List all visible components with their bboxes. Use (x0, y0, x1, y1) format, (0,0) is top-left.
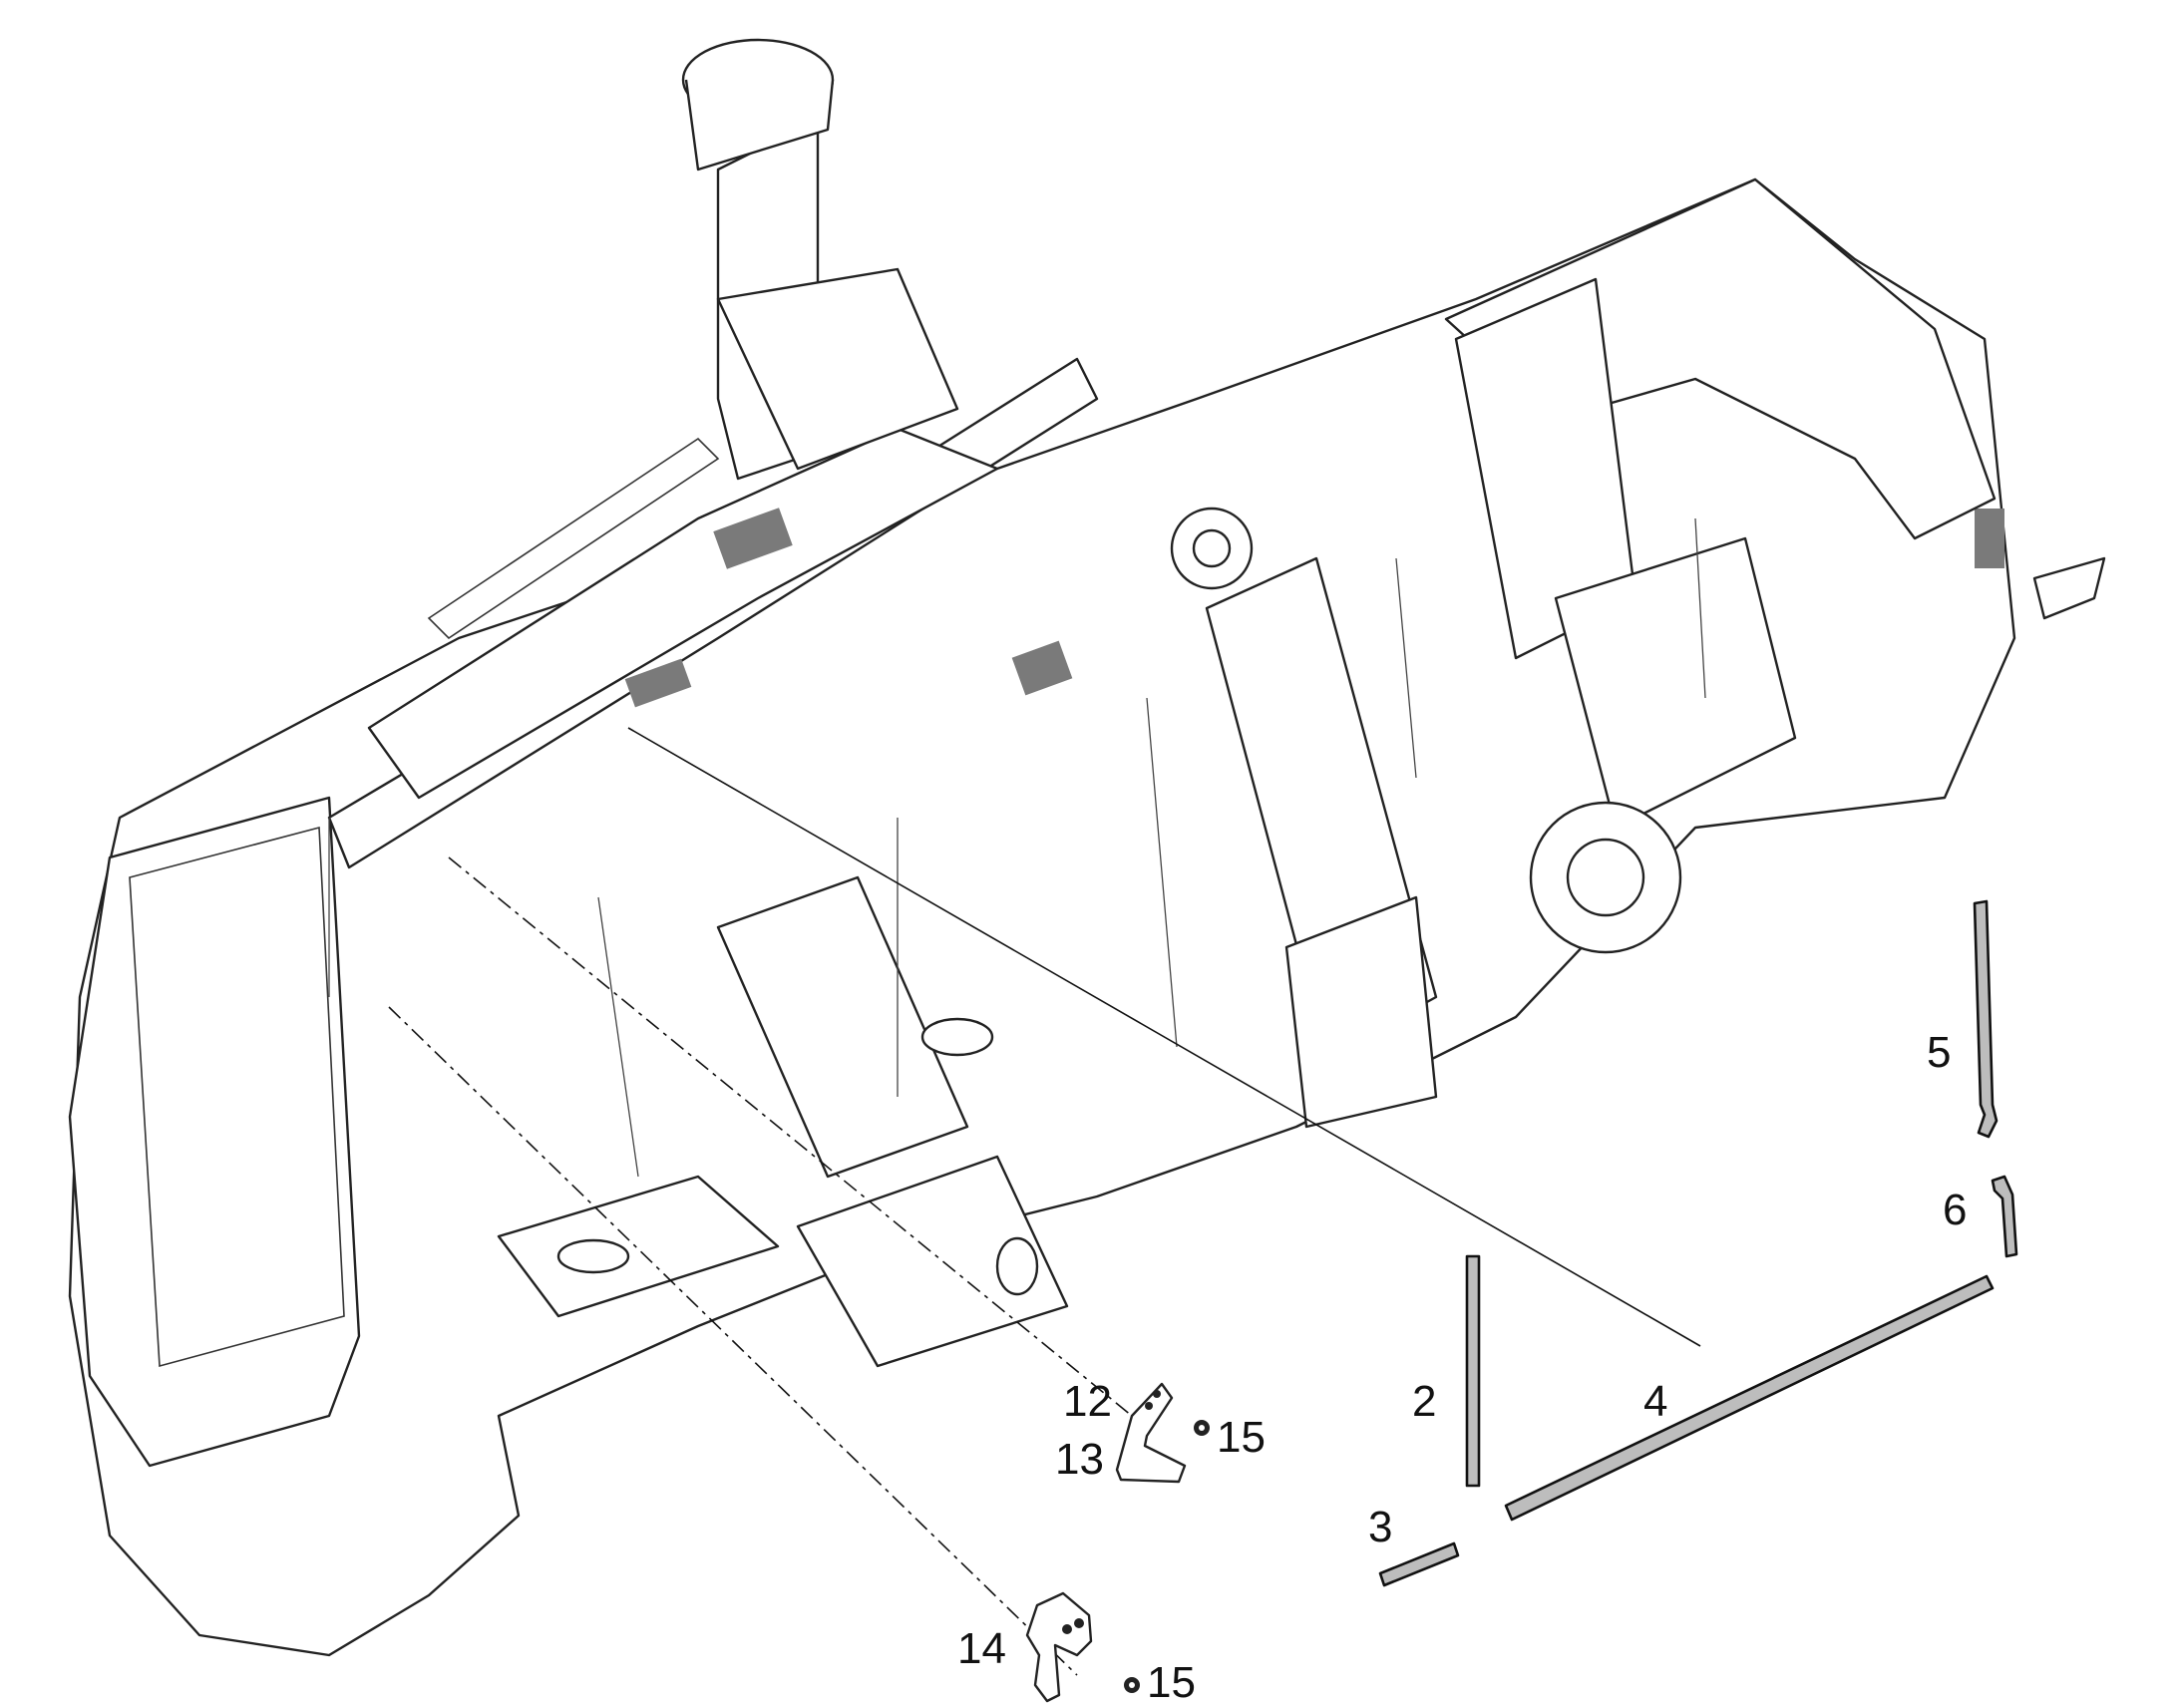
leader-lines (388, 727, 1701, 1676)
seal-item-2 (1465, 1254, 1481, 1488)
label-item-4: 4 (1643, 1377, 1667, 1426)
label-item-5: 5 (1927, 1028, 1951, 1077)
label-item-13: 13 (1055, 1435, 1104, 1484)
nut-item-15-lower (1124, 1677, 1140, 1693)
rear-cab-mount (1170, 177, 1997, 954)
centerline-bracket-14 (388, 1006, 1078, 1676)
label-item-6: 6 (1943, 1186, 1967, 1234)
chassis-frame (68, 38, 2106, 1657)
centerline-bracket-12 (448, 856, 1133, 1417)
front-grille (68, 796, 361, 1468)
label-item-2: 2 (1412, 1377, 1436, 1426)
label-item-12: 12 (1063, 1377, 1112, 1426)
label-item-15-lower: 15 (1147, 1658, 1196, 1707)
seal-item-4 (1504, 1274, 1995, 1522)
label-item-3: 3 (1368, 1503, 1392, 1551)
seal-item-6 (1991, 1175, 2018, 1258)
seal-item-3 (1378, 1541, 1460, 1587)
part-labels: 2 3 4 5 6 12 13 14 15 15 (957, 1028, 1967, 1707)
plate-item-14 (1025, 1591, 1093, 1703)
nut-item-15-upper (1194, 1420, 1210, 1436)
exploded-parts (1025, 899, 2018, 1703)
label-item-14: 14 (957, 1624, 1006, 1673)
exhaust-stack (681, 38, 959, 481)
leader-line-item-4 (627, 727, 1701, 1347)
label-item-15-upper: 15 (1217, 1413, 1266, 1462)
seal-item-5 (1973, 899, 1998, 1139)
bracket-item-12-13 (1115, 1382, 1187, 1484)
